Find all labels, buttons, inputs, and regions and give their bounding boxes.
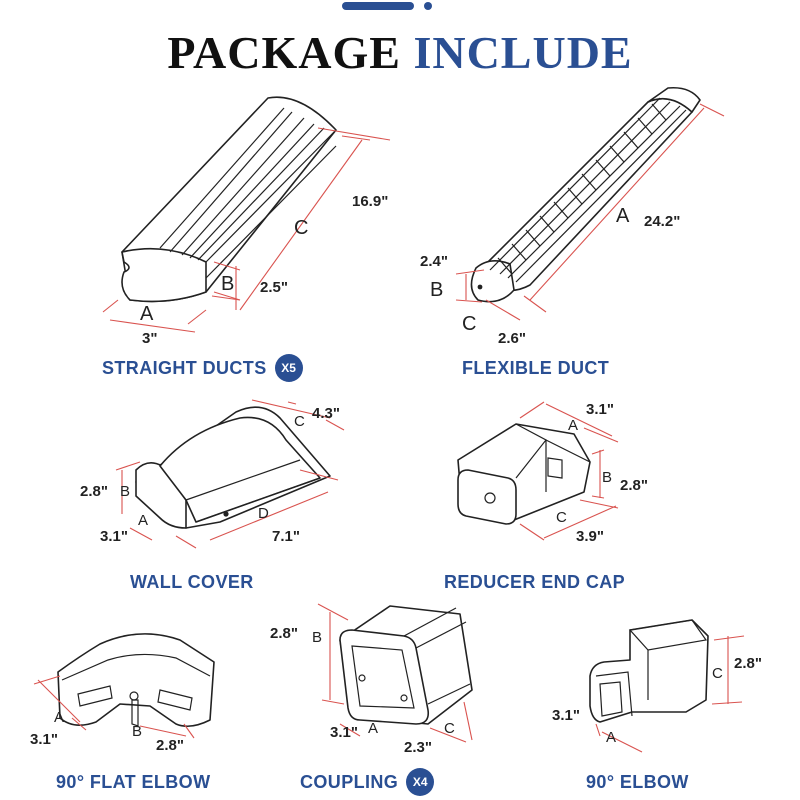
wall-cover-letter-d: D: [258, 505, 269, 522]
reducer-end-cap-dim-a: 3.1": [586, 401, 614, 418]
wall-cover-dim-b: 2.8": [80, 483, 108, 500]
title-word-package: PACKAGE: [167, 27, 401, 78]
reducer-end-cap-letter-b: B: [602, 469, 612, 486]
caption-elbow-text: 90° ELBOW: [586, 772, 689, 792]
elbow-drawing: [589, 619, 745, 753]
coupling-dim-a: 3.1": [330, 724, 358, 741]
caption-flat-elbow-text: 90° FLAT ELBOW: [56, 772, 211, 792]
coupling-drawing: [317, 603, 473, 743]
elbow-dim-c: 2.8": [734, 655, 762, 672]
flat-elbow-letter-b: B: [132, 723, 142, 740]
straight-duct-dim-a: 3": [142, 330, 157, 347]
caption-flexible-duct: FLEXIBLE DUCT: [462, 355, 609, 381]
straight-duct-dim-c: 16.9": [352, 193, 388, 210]
caption-straight-ducts-text: STRAIGHT DUCTS: [102, 358, 267, 378]
wall-cover-letter-a: A: [138, 512, 148, 529]
coupling-dim-c: 2.3": [404, 739, 432, 756]
wall-cover-dim-d: 7.1": [272, 528, 300, 545]
caption-reducer-end-cap-text: REDUCER END CAP: [444, 572, 626, 592]
flat-elbow-dim-a: 3.1": [30, 731, 58, 748]
flexible-duct-letter-a: A: [616, 205, 630, 227]
reducer-end-cap-dim-b: 2.8": [620, 477, 648, 494]
flat-elbow-letter-a: A: [54, 709, 64, 726]
straight-duct-dim-b: 2.5": [260, 279, 288, 296]
flexible-duct-dim-b: 2.4": [420, 253, 448, 270]
coupling-letter-a: A: [368, 720, 378, 737]
straight-duct-letter-b: B: [221, 273, 234, 295]
reducer-end-cap-drawing: [457, 401, 619, 541]
quantity-badge-coupling: X4: [406, 768, 435, 796]
caption-wall-cover: WALL COVER: [130, 569, 254, 595]
reducer-end-cap-letter-a: A: [568, 417, 578, 434]
caption-reducer-end-cap: REDUCER END CAP: [444, 569, 625, 595]
flat-elbow-dim-b: 2.8": [156, 737, 184, 754]
wall-cover-letter-b: B: [120, 483, 130, 500]
caption-coupling-text: COUPLING: [300, 772, 399, 792]
wall-cover-dim-a: 3.1": [100, 528, 128, 545]
wall-cover-dim-c: 4.3": [312, 405, 340, 422]
flexible-duct-dim-c: 2.6": [498, 330, 526, 347]
caption-coupling: COUPLING X4: [300, 768, 435, 796]
straight-duct-letter-a: A: [140, 303, 154, 325]
flexible-duct-drawing: [455, 86, 725, 321]
coupling-letter-b: B: [312, 629, 322, 646]
caption-wall-cover-text: WALL COVER: [130, 572, 254, 592]
caption-flat-elbow: 90° FLAT ELBOW: [56, 769, 210, 795]
top-indicator: [342, 2, 432, 10]
straight-duct-drawing: [102, 96, 391, 333]
coupling-dim-b: 2.8": [270, 625, 298, 642]
elbow-letter-c: C: [712, 665, 723, 682]
caption-flexible-duct-text: FLEXIBLE DUCT: [462, 358, 610, 378]
flexible-duct-dim-a: 24.2": [644, 213, 680, 230]
reducer-end-cap-letter-c: C: [556, 509, 567, 526]
caption-elbow: 90° ELBOW: [586, 769, 689, 795]
straight-duct-letter-c: C: [294, 217, 308, 239]
caption-straight-ducts: STRAIGHT DUCTS X5: [102, 354, 303, 382]
reducer-end-cap-dim-c: 3.9": [576, 528, 604, 545]
elbow-dim-a: 3.1": [552, 707, 580, 724]
flat-elbow-drawing: [33, 633, 215, 739]
coupling-letter-c: C: [444, 720, 455, 737]
title-word-include: INCLUDE: [413, 27, 633, 78]
flexible-duct-letter-b: B: [430, 279, 443, 301]
wall-cover-letter-c: C: [294, 413, 305, 430]
page-title: PACKAGE INCLUDE: [0, 26, 800, 79]
elbow-letter-a: A: [606, 729, 616, 746]
wall-cover-drawing: [115, 399, 345, 549]
quantity-badge-straight-ducts: X5: [274, 354, 303, 382]
flexible-duct-letter-c: C: [462, 313, 476, 335]
